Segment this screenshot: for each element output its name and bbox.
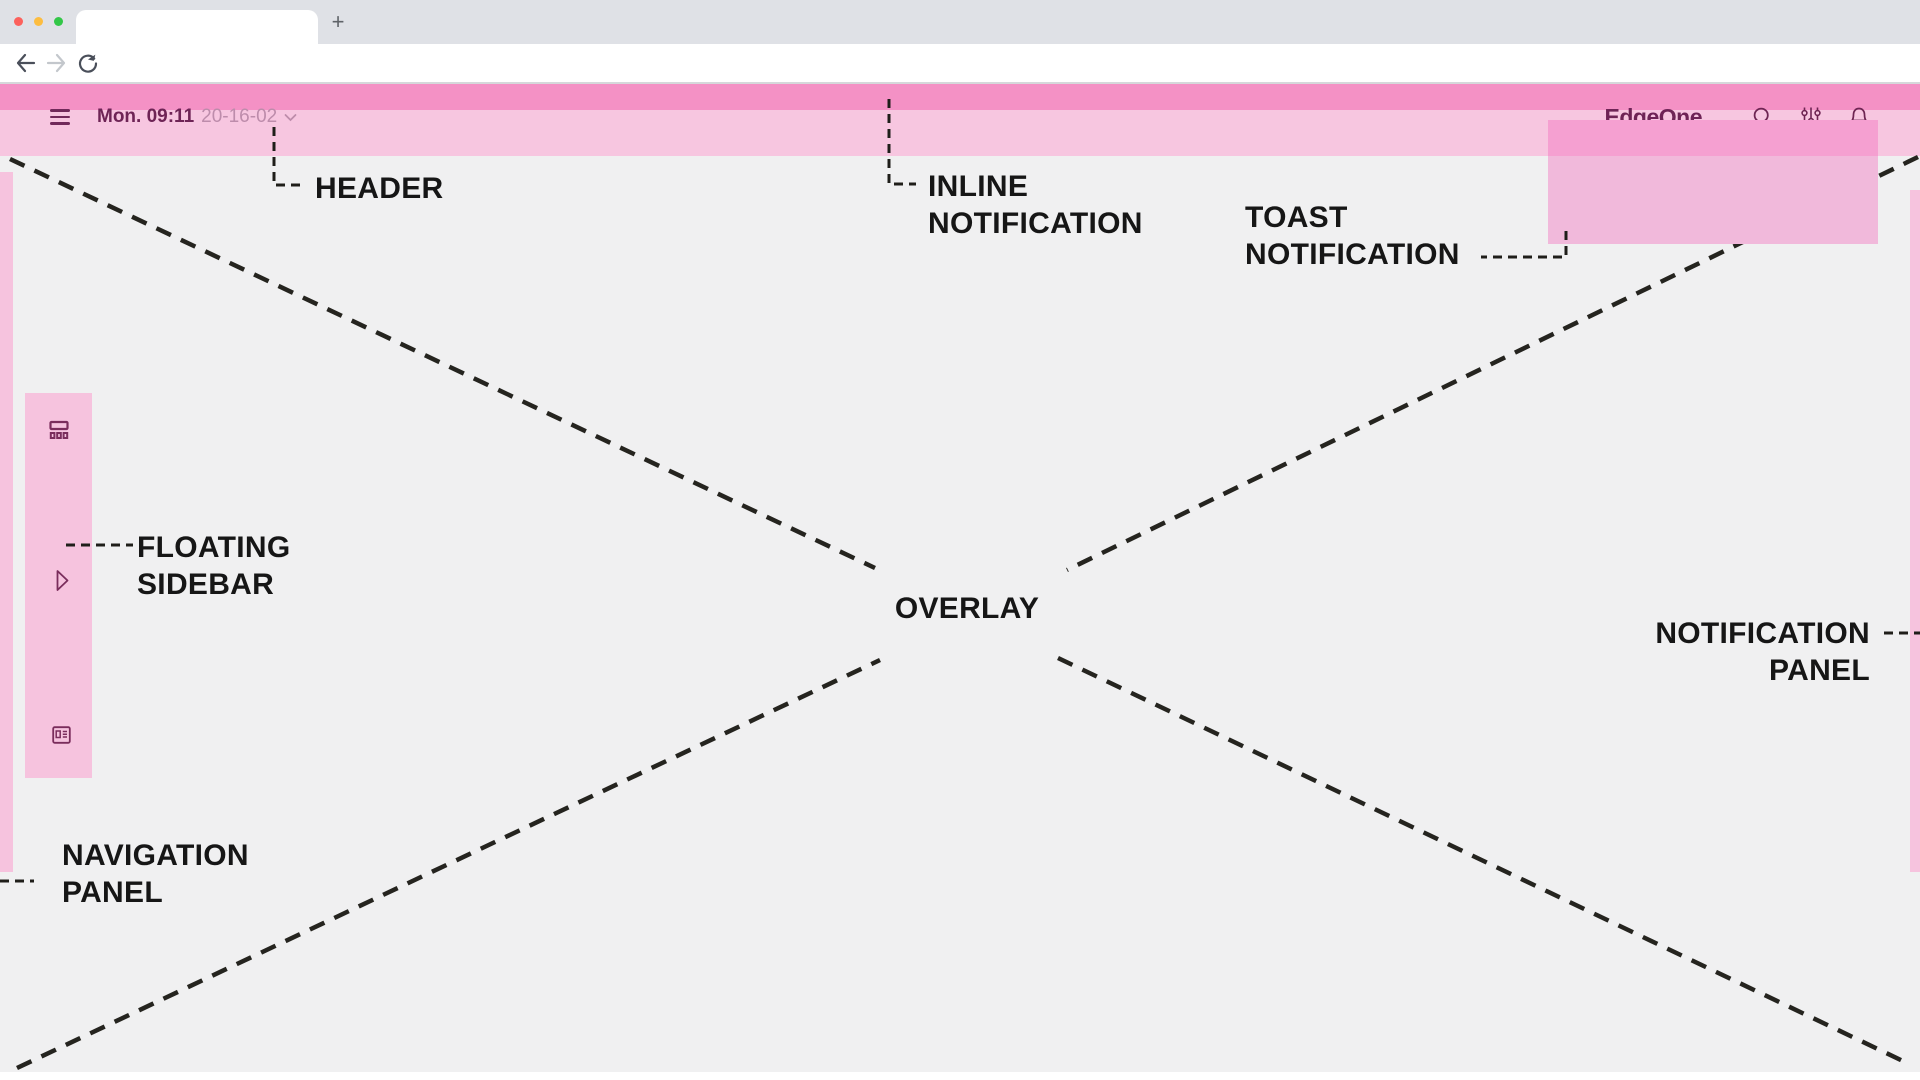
annotation-label-navigation-panel: NAVIGATION PANEL bbox=[62, 839, 249, 909]
page-content: Mon. 09:11 20-16-02 EdgeOne bbox=[0, 84, 1920, 1080]
reload-button[interactable] bbox=[74, 49, 102, 77]
news-icon[interactable] bbox=[52, 726, 71, 749]
annotation-label-floating-sidebar: FLOATING SIDEBAR bbox=[137, 531, 291, 601]
annotation-label-overlay: OVERLAY bbox=[894, 592, 1040, 625]
datetime-picker[interactable]: Mon. 09:11 20-16-02 bbox=[97, 103, 297, 131]
minimize-window-button[interactable] bbox=[34, 17, 43, 26]
annotation-label-toast-notification: TOAST NOTIFICATION bbox=[1245, 201, 1460, 271]
annotation-label-header: HEADER bbox=[315, 172, 444, 205]
window-controls bbox=[14, 17, 63, 26]
dashboard-icon[interactable] bbox=[49, 420, 69, 445]
chevron-down-icon bbox=[284, 113, 297, 121]
close-window-button[interactable] bbox=[14, 17, 23, 26]
datetime-primary: Mon. 09:11 bbox=[97, 106, 195, 127]
new-tab-button[interactable]: + bbox=[331, 9, 345, 34]
toolbar-divider bbox=[0, 82, 1920, 84]
browser-toolbar bbox=[0, 44, 1920, 121]
toast-notification-highlight bbox=[1548, 120, 1878, 244]
browser-tab[interactable] bbox=[76, 10, 318, 44]
browser-tab-strip: + bbox=[0, 0, 1920, 44]
annotation-label-inline-notification: INLINE NOTIFICATION bbox=[928, 170, 1143, 240]
notification-panel-highlight bbox=[1910, 190, 1920, 872]
header-highlight-band bbox=[0, 84, 1920, 110]
reload-icon bbox=[78, 54, 98, 73]
page-bottom-edge bbox=[0, 1072, 1920, 1080]
expand-icon[interactable] bbox=[56, 569, 69, 597]
annotation-label-notification-panel: NOTIFICATION PANEL bbox=[1655, 617, 1870, 687]
navigation-panel-highlight bbox=[0, 172, 13, 872]
zoom-window-button[interactable] bbox=[54, 17, 63, 26]
forward-arrow-icon bbox=[46, 53, 66, 73]
forward-button[interactable] bbox=[42, 49, 70, 77]
floating-sidebar bbox=[25, 393, 92, 778]
hamburger-icon[interactable] bbox=[50, 107, 70, 127]
back-button[interactable] bbox=[12, 49, 40, 77]
back-arrow-icon bbox=[16, 53, 36, 73]
datetime-secondary: 20-16-02 bbox=[201, 106, 278, 127]
